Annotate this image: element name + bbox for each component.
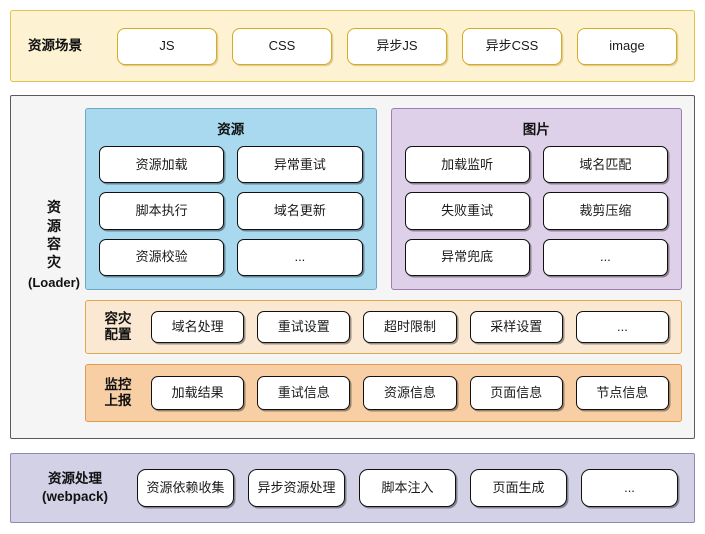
report-item-node-info[interactable]: 节点信息 (575, 376, 670, 410)
panel-resource-grid: 资源加载 异常重试 脚本执行 域名更新 资源校验 ... (99, 146, 363, 276)
resource-item-retry[interactable]: 异常重试 (237, 146, 363, 184)
config-item-timeout-limit[interactable]: 超时限制 (363, 311, 457, 343)
resource-scene-section: 资源场景 JS CSS 异步JS 异步CSS image (10, 10, 695, 82)
loader-label-char-4: 灾 (47, 254, 61, 271)
resource-item-verify[interactable]: 资源校验 (99, 238, 225, 276)
config-item-domain-handling[interactable]: 域名处理 (151, 311, 245, 343)
scene-item-css[interactable]: CSS (232, 27, 332, 65)
image-item-load-listen[interactable]: 加载监听 (404, 146, 530, 184)
webpack-item-script-injection[interactable]: 脚本注入 (359, 469, 456, 507)
webpack-item-page-generation[interactable]: 页面生成 (470, 469, 567, 507)
scene-item-image[interactable]: image (577, 27, 677, 65)
image-item-more[interactable]: ... (542, 238, 668, 276)
loader-label-char-1: 资 (47, 199, 61, 216)
scene-item-async-css[interactable]: 异步CSS (462, 27, 562, 65)
config-item-more[interactable]: ... (575, 311, 670, 343)
webpack-item-more[interactable]: ... (581, 469, 678, 507)
config-band-label: 容灾 配置 (104, 310, 132, 342)
scene-item-async-js[interactable]: 异步JS (347, 27, 447, 65)
image-item-fallback[interactable]: 异常兜底 (404, 238, 530, 276)
config-item-retry-settings[interactable]: 重试设置 (257, 311, 351, 343)
panel-image-title: 图片 (522, 122, 550, 137)
image-item-fail-retry[interactable]: 失败重试 (404, 192, 530, 230)
webpack-item-dependency-collect[interactable]: 资源依赖收集 (137, 469, 234, 507)
loader-label-char-3: 容 (47, 236, 61, 252)
image-item-crop-compress[interactable]: 裁剪压缩 (542, 192, 668, 230)
report-item-page-info[interactable]: 页面信息 (469, 376, 563, 410)
disaster-recovery-config-band: 容灾 配置 域名处理 重试设置 超时限制 采样设置 ... (85, 300, 682, 354)
report-item-load-result[interactable]: 加载结果 (151, 376, 245, 410)
monitoring-report-band: 监控 上报 加载结果 重试信息 资源信息 页面信息 节点信息 (85, 364, 682, 422)
report-band-label: 监控 上报 (104, 376, 132, 408)
panel-resource-title: 资源 (217, 122, 245, 137)
report-item-resource-info[interactable]: 资源信息 (363, 376, 457, 410)
panel-image-grid: 加载监听 域名匹配 失败重试 裁剪压缩 异常兜底 ... (404, 146, 668, 276)
resource-item-exec[interactable]: 脚本执行 (99, 192, 225, 230)
resource-item-domain[interactable]: 域名更新 (237, 192, 363, 230)
panel-image: 图片 加载监听 域名匹配 失败重试 裁剪压缩 异常兜底 ... (390, 108, 682, 290)
image-item-domain-match[interactable]: 域名匹配 (542, 146, 668, 184)
webpack-section-label: 资源处理 (webpack) (41, 471, 109, 504)
resource-item-more[interactable]: ... (237, 238, 363, 276)
config-item-sampling[interactable]: 采样设置 (469, 311, 563, 343)
loader-label-char-2: 源 (47, 217, 61, 234)
report-item-retry-info[interactable]: 重试信息 (257, 376, 351, 410)
resource-processing-section: 资源处理 (webpack) 资源依赖收集 异步资源处理 脚本注入 页面生成 .… (10, 453, 695, 523)
loader-section-label: 资 源 容 灾 (Loader) (23, 108, 85, 426)
resource-disaster-recovery-section: 资 源 容 灾 (Loader) 资源 资源加载 异常重试 脚本执行 域名更新 … (10, 95, 695, 439)
panel-resource: 资源 资源加载 异常重试 脚本执行 域名更新 资源校验 ... (85, 108, 377, 290)
loader-label-paren: (Loader) (28, 274, 80, 290)
scene-item-js[interactable]: JS (117, 27, 217, 65)
resource-scene-label: 资源场景 (28, 37, 82, 53)
loader-content-stack: 资源 资源加载 异常重试 脚本执行 域名更新 资源校验 ... 图片 加载监听 (85, 108, 682, 426)
resource-item-load[interactable]: 资源加载 (99, 146, 225, 184)
webpack-item-async-processing[interactable]: 异步资源处理 (248, 469, 345, 507)
loader-panels-row: 资源 资源加载 异常重试 脚本执行 域名更新 资源校验 ... 图片 加载监听 (85, 108, 682, 290)
